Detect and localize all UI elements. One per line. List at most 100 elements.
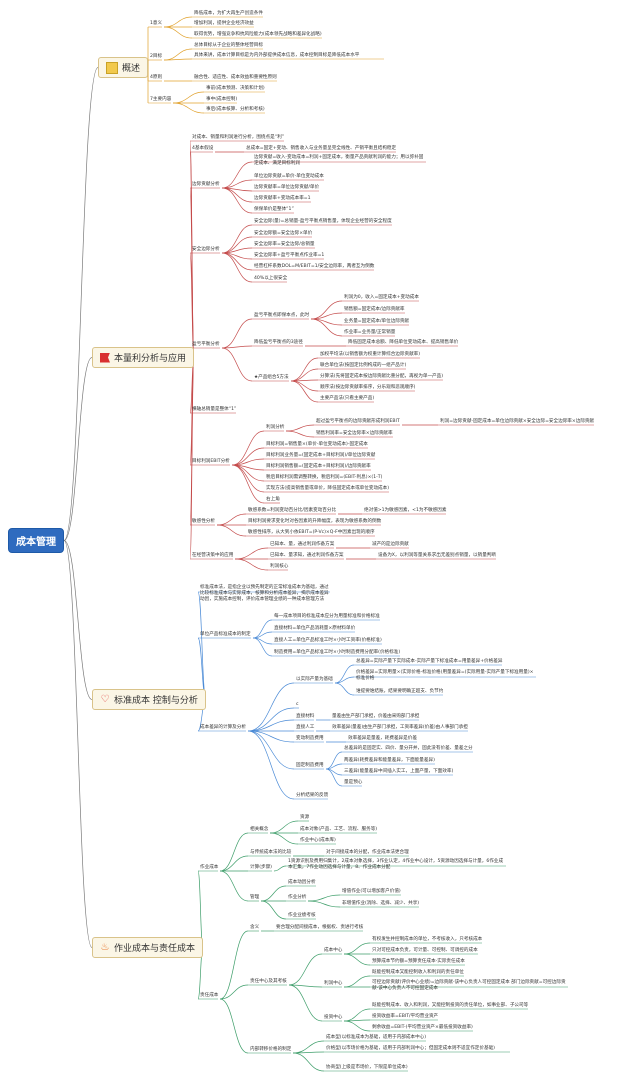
- mindmap-node-s4b1[interactable]: 含义: [250, 925, 260, 930]
- mindmap-node-s4a2[interactable]: 与传统成本法的比较: [250, 850, 292, 855]
- mindmap-node-s2i2[interactable]: 已知本、量求知，通过利润作备方案: [270, 553, 344, 558]
- section-standard-cost[interactable]: ♡ 标准成本 控制与分析: [92, 689, 206, 710]
- mindmap-node-s2d1[interactable]: 安全边际(量)=总销量-盈亏平衡点销售量，体现企业经营的安全程度: [254, 219, 392, 224]
- mindmap-node-s2f[interactable]: 横轴总销量是整体“1”: [192, 407, 237, 412]
- mindmap-node-s2h1[interactable]: 敏感系数=利润变动百分比/因素变动百分比: [248, 508, 337, 513]
- mindmap-node-s2e1d[interactable]: 作业率=业务量/正常销量: [344, 330, 396, 335]
- mindmap-node-s3c4a[interactable]: 效率差异(量差)由生产部门承担，工资率差异(价差)由人事部门承担: [332, 725, 468, 730]
- mindmap-node-s3c1[interactable]: 以实际产量为基础: [296, 677, 333, 682]
- mindmap-node-s2c5[interactable]: 保保单价是整体“1”: [254, 207, 294, 212]
- mindmap-node-s4b2a1[interactable]: 有权发生并控制成本的单位，不考核收入，只考核成本: [372, 937, 483, 942]
- mindmap-node-s2e1[interactable]: 盈亏平衡点即保本点，此时: [254, 313, 310, 318]
- mindmap-node-s2e2a[interactable]: 降低固定成本总额、降低单位变动成本、提高销售单价: [348, 340, 459, 345]
- section-cvp-analysis[interactable]: 本量利分析与应用: [92, 347, 195, 368]
- mindmap-node-s3a[interactable]: 标准成本法，是指企业以预先制定的正常标准成本为基础，通过比较标准成本与实际成本，…: [200, 585, 329, 602]
- mindmap-node-s1c1[interactable]: 融合性、适应性、成本效益和重要性原则: [194, 75, 277, 80]
- mindmap-node-s3c6[interactable]: 固定制造费用: [296, 763, 324, 768]
- mindmap-node-s2i3[interactable]: 利润核心: [270, 564, 289, 569]
- mindmap-node-s2c2[interactable]: 单位边际贡献=单价-单位变动成本: [254, 174, 324, 179]
- mindmap-node-s3c7[interactable]: 分析结果的反馈: [296, 793, 329, 798]
- mindmap-node-s4a[interactable]: 作业成本: [200, 865, 219, 870]
- mindmap-node-s2g4[interactable]: 目标利润销售额=(固定成本+目标利润)/边际贡献率: [266, 464, 371, 469]
- mindmap-node-s2i2a[interactable]: 设备为X，以利润等量关系求出无差别点销量，以销量判断: [378, 553, 496, 558]
- mindmap-node-s4b3b[interactable]: 价格型(以市场价格为基础，适用于内部利润中心；但固定成本则不适宜作定价基础): [326, 1046, 495, 1051]
- mindmap-node-s3c1c[interactable]: 谁提要谁结账，结果要明确正超支、负节约: [356, 689, 444, 694]
- mindmap-node-s4a4b1[interactable]: 增值作业(可以增加客户价值): [342, 889, 401, 894]
- mindmap-node-s2e2[interactable]: 降低盈亏平衡点的3途径: [254, 340, 303, 345]
- root-node[interactable]: 成本管理: [8, 528, 64, 553]
- mindmap-node-s3c2[interactable]: c: [296, 702, 299, 707]
- mindmap-node-s4b2b1[interactable]: 既能控制成本又能控制收入和利润的责任单位: [372, 970, 464, 975]
- mindmap-node-s4b2c3[interactable]: 剩余收益=EBIT-(平均营业资产×最低投资收益率): [372, 1025, 473, 1030]
- mindmap-node-s2g1a1[interactable]: 利润=边际贡献-固定成本=单位边际贡献×安全边际=安全边际率×边际贡献: [440, 419, 595, 424]
- mindmap-node-s4b1a[interactable]: 要合理分配间接成本，根据权、责进行考核: [276, 925, 364, 930]
- mindmap-node-s2b[interactable]: 4基本假设: [192, 146, 214, 151]
- mindmap-node-s3c6b[interactable]: 两差异(耗费差异和能量差异，下面能量差异): [344, 758, 435, 763]
- mindmap-node-s2e1b[interactable]: 销售额=固定成本/边际贡献率: [344, 307, 405, 312]
- mindmap-node-s3c3a[interactable]: 量差由生产部门承担，价差由采购部门承担: [332, 714, 420, 719]
- section-activity-responsibility-cost[interactable]: ♨ 作业成本与责任成本: [92, 937, 204, 958]
- mindmap-node-s4b[interactable]: 责任成本: [200, 993, 219, 998]
- mindmap-node-s3c5a[interactable]: 效率差异是量差，耗费差异是价差: [348, 736, 417, 741]
- mindmap-node-s4b2c1[interactable]: 既能控制成本、收入和利润，又能控制投资的责任单位，如事业部、子公司等: [372, 1003, 529, 1008]
- mindmap-node-s4a4c[interactable]: 作业业绩考核: [288, 913, 316, 918]
- mindmap-node-s4a2a[interactable]: 对于间接成本的分配，作业成本法更合理: [326, 850, 409, 855]
- mindmap-node-s1a3[interactable]: 取得优势，增强竞争和抗风险能力(成本领先战略和差异化战略): [194, 32, 322, 37]
- mindmap-node-s2g1b[interactable]: 销售利润率=安全边际率×边际贡献率: [316, 431, 393, 436]
- mindmap-node-s3b1[interactable]: 每一成本项目的标准成本应分为用量标准和价格标准: [274, 614, 380, 619]
- mindmap-node-s4a4[interactable]: 管理: [250, 895, 260, 900]
- mindmap-node-s2c4[interactable]: 边际贡献率+变动成本率=1: [254, 196, 311, 201]
- mindmap-node-s2g[interactable]: 目标利润EBIT分析: [192, 459, 230, 464]
- mindmap-node-s1d[interactable]: 7主要内容: [150, 97, 172, 102]
- mindmap-node-s3c1b[interactable]: 价格差异=实际用量×(实际价格-标准价格)用量差异=(实际用量-实际产量下标准用…: [356, 670, 534, 681]
- mindmap-node-s2e3c[interactable]: 分算法(先将固定成本按边际贡献比重分配，再视为单一产品): [320, 374, 444, 379]
- mindmap-node-s3c4[interactable]: 直接人工: [296, 725, 315, 730]
- mindmap-node-s4b2c2[interactable]: 投资收益率=EBIT/平均营业资产: [372, 1014, 439, 1019]
- mindmap-node-s3b4[interactable]: 制造费用=单位产品标准工时×小时制造费用分配率(价格标准): [274, 650, 401, 655]
- mindmap-node-s4a3a[interactable]: 1资源识别及费用归集计，2成本对象选择，3作业认定，4作业中心设计，5资源动因选…: [288, 859, 504, 870]
- mindmap-node-s1a1[interactable]: 降低成本，为扩大再生产创造条件: [194, 11, 263, 16]
- mindmap-node-s2e3[interactable]: ★产品组合5方法: [254, 375, 289, 380]
- mindmap-node-s2c[interactable]: 边际贡献分析: [192, 182, 220, 187]
- mindmap-node-s4b2a[interactable]: 成本中心: [324, 948, 343, 953]
- mindmap-node-s2g2[interactable]: 目标利润=销售量×(单价-单位变动成本)-固定成本: [266, 442, 368, 447]
- mindmap-node-s1d2[interactable]: 事中(成本控制): [206, 97, 238, 102]
- mindmap-node-s4b3[interactable]: 内部转移价格的制定: [250, 1047, 292, 1052]
- mindmap-node-s2d4[interactable]: 安全边际率+盈亏平衡点作业率=1: [254, 253, 325, 258]
- mindmap-node-s2g5[interactable]: 税后目标利润需调整转换，税后利润=(EBIT-利息)×(1-T): [266, 475, 383, 480]
- mindmap-node-s3c1a[interactable]: 总差异=实际产量下实际成本-实际产量下标准成本=用量差异+价格差异: [356, 659, 503, 664]
- mindmap-node-s4b2b[interactable]: 利润中心: [324, 981, 343, 986]
- mindmap-node-s4a4b2[interactable]: 非增值作业(消除、选择、减少、共享): [342, 901, 420, 906]
- section-overview[interactable]: 概述: [98, 57, 149, 78]
- mindmap-node-s2g1[interactable]: 利润分析: [266, 425, 285, 430]
- mindmap-node-s4a1[interactable]: 相关概念: [250, 827, 269, 832]
- mindmap-node-s2e3d[interactable]: 顺序法(按边际贡献率排序，分乐观和悲观顺序): [320, 385, 416, 390]
- mindmap-node-s3c6a[interactable]: 总差异的是固定实、四价、量分开并，固此没有价差、量差之分: [344, 746, 473, 751]
- mindmap-node-s1d3[interactable]: 事后(成本核算、分析和考核): [206, 107, 265, 112]
- mindmap-node-s2e3e[interactable]: 主要产品法(只看主要产品): [320, 396, 375, 401]
- mindmap-node-s3c6c[interactable]: 三差异(能量差异中间插入实工，上面产量，下面效率): [344, 769, 454, 774]
- mindmap-node-s2h[interactable]: 敏感性分析: [192, 519, 215, 524]
- mindmap-node-s1b2[interactable]: 具体来讲，成本计算目标是为内外部提供成本信息，成本控制目标是降低成本水平: [194, 53, 360, 58]
- mindmap-node-s3c[interactable]: 成本差异的计算及分析: [200, 725, 246, 730]
- mindmap-node-s1a[interactable]: 1意义: [150, 21, 163, 26]
- mindmap-node-s2g1a[interactable]: 超过盈亏平衡点的边际贡献形成利润EBIT: [316, 419, 400, 424]
- mindmap-node-s2g6[interactable]: 实现方法(提高销售量或单价，降低固定成本或单位变动成本): [266, 486, 390, 491]
- mindmap-node-s2e3a[interactable]: 加权平均法(以销售额为权重计算综合边际贡献率): [320, 352, 421, 357]
- mindmap-node-s4b2[interactable]: 责任中心及其考核: [250, 979, 287, 984]
- mindmap-node-s4a1b[interactable]: 成本对象(产品、工艺、流程、服务等): [300, 827, 378, 832]
- mindmap-node-s2a[interactable]: 对成本、销量和利润进行分析，围绕点是“利”: [192, 135, 285, 140]
- mindmap-node-s4b2a2[interactable]: 只对可控成本负责，可计量、可控制、可调控的成本: [372, 948, 478, 953]
- mindmap-node-s1c[interactable]: 4原则: [150, 75, 163, 80]
- mindmap-node-s4b2b2[interactable]: 可控边际贡献(评价中心业绩)=边际贡献-该中心负责人可控固定成本 部门边际贡献=…: [372, 980, 566, 991]
- mindmap-node-s2e3b[interactable]: 联合单位法(按固定比例构成的一组产品计): [320, 363, 407, 368]
- mindmap-node-s2g7[interactable]: 右上角: [266, 497, 280, 502]
- mindmap-node-s3b[interactable]: 单位产品标准成本的制定: [200, 632, 251, 637]
- mindmap-node-s4a1c[interactable]: 作业中心(成本库): [300, 838, 336, 843]
- mindmap-node-s3b3[interactable]: 直接人工=单位产品标准工时×小时工资率(价格标准): [274, 638, 382, 643]
- mindmap-node-s2h3[interactable]: 敏感性排序，从大到小依EBIT=(P-Vc)×Q-F中因素出现的顺序: [248, 530, 375, 535]
- mindmap-node-s2e[interactable]: 盈亏平衡分析: [192, 342, 220, 347]
- mindmap-node-s3c3[interactable]: 直接材料: [296, 714, 315, 719]
- mindmap-node-s2i[interactable]: 在经营决策中的应用: [192, 553, 234, 558]
- mindmap-node-s2d2[interactable]: 安全边际额=安全边际×单价: [254, 231, 313, 236]
